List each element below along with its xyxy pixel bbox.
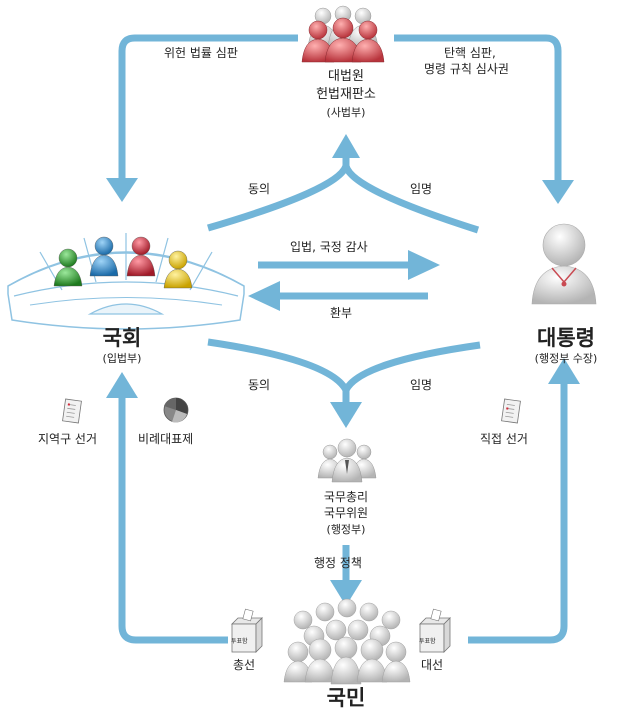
edge-judiciary-to-president-2: 명령 규칙 심사권 bbox=[424, 62, 509, 76]
arrow-judiciary-to-assembly bbox=[118, 34, 298, 180]
judiciary-line1: 대법원 bbox=[328, 69, 364, 84]
edge-appoint-judiciary: 임명 bbox=[410, 182, 433, 196]
arrowhead-judiciary bbox=[332, 134, 360, 158]
ballot-paper-icon-right bbox=[501, 398, 521, 424]
judiciary-line2: 헌법재판소 bbox=[316, 87, 376, 102]
arrowhead-president-bottom bbox=[548, 358, 580, 384]
edge-assembly-to-president: 입법, 국정 감사 bbox=[290, 240, 368, 254]
arrows bbox=[118, 34, 568, 644]
cabinet-line1: 국무총리 bbox=[323, 490, 369, 504]
cabinet-line2: 국무위원 bbox=[323, 506, 369, 520]
arrowhead-assembly-bottom bbox=[106, 372, 138, 398]
edge-consent-judiciary: 동의 bbox=[248, 182, 271, 196]
cabinet-icon bbox=[317, 438, 377, 483]
crowd-icon bbox=[283, 598, 411, 685]
edge-judiciary-to-president-1: 탄핵 심판, bbox=[444, 46, 496, 60]
people-name: 국민 bbox=[326, 686, 366, 710]
assembly-name: 국회 bbox=[102, 326, 142, 350]
presidential-election-label: 대선 bbox=[421, 658, 444, 672]
arrow-to-cabinet-y bbox=[207, 338, 481, 405]
arrowhead-president-top bbox=[542, 180, 574, 204]
edge-judiciary-to-assembly: 위헌 법률 심판 bbox=[164, 46, 238, 60]
arrowheads bbox=[106, 134, 580, 606]
arrowhead-assembly-top bbox=[106, 178, 138, 202]
judges-icon bbox=[301, 5, 385, 63]
arrowhead-cabinet bbox=[330, 402, 362, 428]
ballot-box-label-right: 투표함 bbox=[419, 638, 436, 645]
arrow-people-to-president bbox=[468, 380, 568, 644]
arrow-judiciary-to-president bbox=[394, 34, 562, 182]
ballot-box-icon bbox=[231, 608, 263, 653]
ballot-box-label: 투표함 bbox=[231, 638, 248, 645]
edge-cabinet-to-people: 행정 정책 bbox=[314, 556, 362, 570]
edge-district-election: 지역구 선거 bbox=[38, 432, 98, 446]
edge-proportional: 비례대표제 bbox=[138, 432, 194, 446]
arrowhead-to-assembly bbox=[248, 281, 280, 311]
arrowhead-to-president bbox=[408, 250, 440, 280]
pie-chart-icon bbox=[163, 397, 189, 423]
edge-direct-election: 직접 선거 bbox=[480, 432, 528, 446]
general-election-label: 총선 bbox=[233, 658, 256, 672]
ballot-box-icon-right bbox=[419, 608, 451, 653]
president-sub: (행정부 수장) bbox=[534, 352, 598, 365]
ballot-paper-icon bbox=[62, 398, 82, 424]
edge-president-to-assembly: 환부 bbox=[330, 306, 353, 320]
assembly-sub: (입법부) bbox=[102, 352, 142, 365]
cabinet-sub: (행정부) bbox=[326, 523, 366, 536]
arrow-people-to-assembly bbox=[118, 395, 228, 644]
assembly-chamber-icon bbox=[7, 233, 245, 330]
president-icon bbox=[531, 223, 597, 305]
judiciary-sub: (사법부) bbox=[326, 106, 366, 119]
president-name: 대통령 bbox=[537, 326, 595, 350]
arrowhead-people bbox=[330, 580, 362, 606]
edge-consent-cabinet: 동의 bbox=[248, 378, 271, 392]
edge-appoint-cabinet: 임명 bbox=[410, 378, 433, 392]
